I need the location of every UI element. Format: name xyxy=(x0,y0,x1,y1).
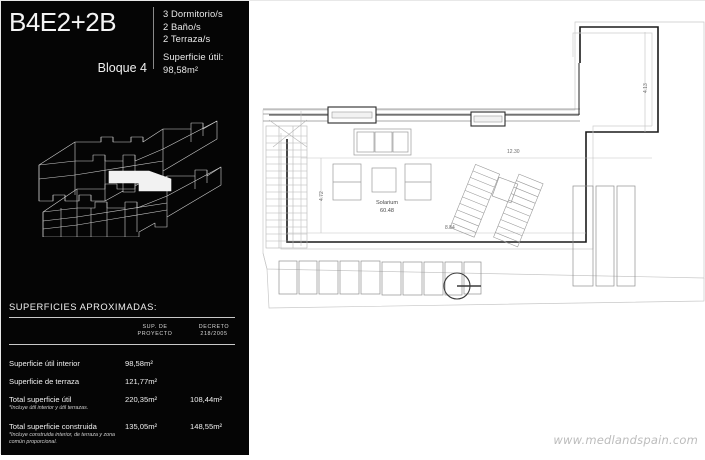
plot-lower-edge xyxy=(266,268,705,309)
table-rule-middle xyxy=(9,344,235,345)
parking-bay xyxy=(278,260,298,295)
armchair-right xyxy=(404,163,432,201)
parking-bay xyxy=(616,185,636,287)
row-label: Superficie de terraza xyxy=(9,377,80,386)
room-area: 60.48 xyxy=(380,207,394,214)
iso-upper-block xyxy=(38,120,218,202)
row-label: Total superficie útil xyxy=(9,395,72,404)
row-value-proyecto: 220,35m² xyxy=(125,395,158,404)
terrace-wall-outline xyxy=(286,26,659,243)
row-value-proyecto: 98,58m² xyxy=(125,359,153,368)
row-label: Superficie útil interior xyxy=(9,359,80,368)
parking-bay xyxy=(339,260,360,295)
site-boundary xyxy=(262,21,705,279)
parking-bay xyxy=(360,260,381,295)
parking-bay xyxy=(298,260,318,295)
table-note-2: *Incluye construida interior, de terraza… xyxy=(9,432,115,446)
dimension-top-horizontal: 12.30 xyxy=(507,149,520,155)
row-value-decreto: 148,55m² xyxy=(190,422,223,431)
top-exterior-wall xyxy=(263,108,580,122)
useful-surface-value: 98,58m² xyxy=(163,63,199,75)
side-table xyxy=(491,176,519,204)
header-divider xyxy=(153,7,154,69)
spec-terraces: 2 Terraza/s xyxy=(163,33,211,45)
parking-bay xyxy=(423,261,444,296)
useful-surface-label: Superficie útil: xyxy=(163,51,224,62)
column-header-decreto: DECRETO 218/2005 xyxy=(183,324,245,338)
floorplan-drawing-area: 12.30 8.84 4.72 4.13 Solarium 60.48 www.… xyxy=(249,1,705,455)
row-label: Total superficie construida xyxy=(9,422,97,431)
top-wall-heavy xyxy=(269,63,580,116)
isometric-building-diagram xyxy=(31,109,246,238)
room-name: Solarium xyxy=(375,200,399,206)
table-rule-top xyxy=(9,317,235,318)
useful-surface-block: Superficie útil: 98,58m² xyxy=(163,51,223,76)
parking-bay xyxy=(595,185,615,287)
parking-bays-right xyxy=(572,185,636,287)
column-header-proyecto-line1: SUP. DE xyxy=(142,324,168,330)
parking-bay xyxy=(572,185,594,287)
window-opening-left xyxy=(327,106,377,124)
sun-lounger-right xyxy=(493,173,544,248)
staircase xyxy=(265,119,308,249)
column-header-decreto-line1: DECRETO xyxy=(198,324,230,330)
parking-bay xyxy=(381,261,402,296)
unit-specs-list: 3 Dormitorio/s 2 Baño/s 2 Terraza/s xyxy=(163,8,223,46)
sun-lounger-left xyxy=(449,164,501,238)
window-opening-right xyxy=(470,111,506,127)
column-header-decreto-line2: 218/2005 xyxy=(200,331,228,337)
row-value-decreto: 108,44m² xyxy=(190,395,223,404)
sofa-furniture xyxy=(353,128,412,156)
column-header-proyecto: SUP. DE PROYECTO xyxy=(124,324,186,338)
block-label: Bloque 4 xyxy=(97,61,147,75)
dimension-right-vertical: 4.13 xyxy=(643,83,649,93)
row-value-proyecto: 121,77m² xyxy=(125,377,158,386)
dimension-bottom-horizontal: 8.84 xyxy=(445,225,455,231)
parking-bays-left xyxy=(278,260,482,296)
room-label-block: Solarium 60.48 xyxy=(357,200,417,215)
table-note-1: *Incluye útil interior y útil terrazas. xyxy=(9,405,89,411)
dimension-lines xyxy=(287,32,652,246)
unit-code-title: B4E2+2B xyxy=(9,7,117,37)
parking-bay xyxy=(318,260,339,295)
site-watermark: www.medlandspain.com xyxy=(553,433,698,447)
spec-bedrooms: 3 Dormitorio/s xyxy=(163,8,223,19)
isometric-svg xyxy=(38,120,222,238)
north-orientation-symbol xyxy=(443,272,481,300)
iso-lower-block xyxy=(42,166,222,238)
spec-bathrooms: 2 Baño/s xyxy=(163,20,201,32)
parking-bay xyxy=(402,261,423,296)
surfaces-table-title: SUPERFICIES APROXIMADAS: xyxy=(9,301,157,312)
dimension-left-vertical: 4.72 xyxy=(319,191,325,201)
row-value-proyecto: 135,05m² xyxy=(125,422,158,431)
highlighted-unit xyxy=(108,170,172,192)
info-panel: B4E2+2B Bloque 4 3 Dormitorio/s 2 Baño/s… xyxy=(1,1,249,455)
parking-bay xyxy=(463,261,482,295)
parking-bay xyxy=(444,261,463,296)
armchair-left xyxy=(332,163,362,201)
coffee-table xyxy=(371,167,397,193)
floorplan-svg xyxy=(262,21,705,309)
column-header-proyecto-line2: PROYECTO xyxy=(137,331,173,337)
